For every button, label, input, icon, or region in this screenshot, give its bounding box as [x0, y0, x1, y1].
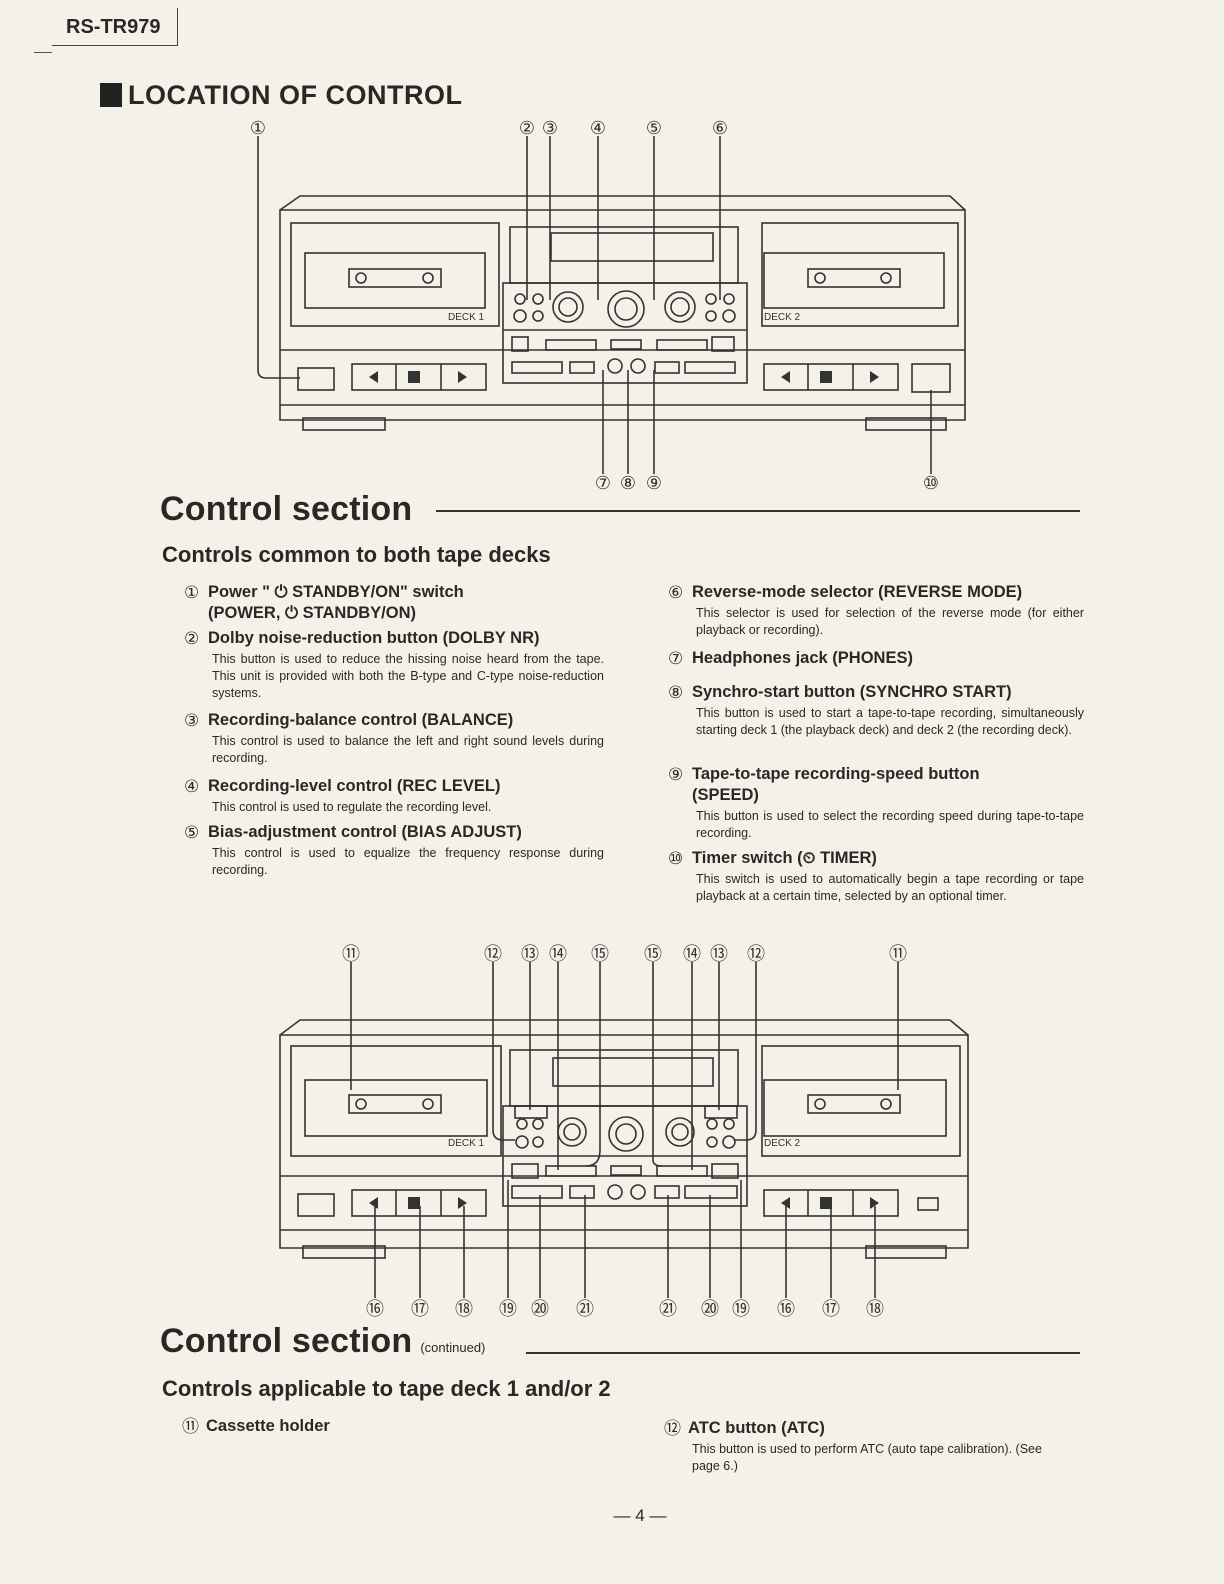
deck-diagram-bottom: DECK 1 DECK 2 ⑪ ⑫ ⑬ ⑭ ⑮ ⑮ ⑭ ⑬ ⑫ ⑪ ⑯ ⑰ ⑱ … — [279, 944, 969, 1320]
callout: ⑳ — [701, 1299, 719, 1320]
control-item: ⑪ Cassette holder — [182, 1416, 602, 1437]
control-item: ② Dolby noise-reduction button (DOLBY NR)… — [184, 628, 604, 702]
item-number: ⑦ — [668, 649, 684, 668]
deck2-label: DECK 2 — [764, 312, 801, 323]
callout: ⑫ — [484, 944, 502, 965]
item-title: Synchro-start button (SYNCHRO START) — [692, 683, 1012, 701]
deck-diagram-top: DECK 1 DECK 2 ① ② ③ ④ ⑤ ⑥ ⑦ ⑧ ⑨ ⑩ — [250, 118, 966, 494]
item-title: Dolby noise-reduction button (DOLBY NR) — [208, 629, 540, 647]
item-description: This control is used to equalize the fre… — [212, 846, 604, 877]
callout: ㉑ — [576, 1299, 594, 1320]
callout: ⑲ — [732, 1299, 750, 1320]
callout: ① — [250, 118, 266, 139]
item-number: ⑧ — [668, 683, 684, 702]
callout: ⑱ — [866, 1299, 884, 1320]
callout: ⑭ — [683, 944, 701, 965]
model-number: RS-TR979 — [52, 8, 178, 46]
callout: ⑦ — [595, 473, 611, 494]
item-number: ① — [184, 583, 200, 602]
callout: ㉑ — [659, 1299, 677, 1320]
item-title-line2: (POWER, ⏻ STANDBY/ON) — [208, 604, 416, 622]
callout: ⑰ — [411, 1299, 429, 1320]
control-item: ⑨ Tape-to-tape recording-speed button (SP… — [668, 764, 1088, 842]
callout: ② — [519, 118, 535, 139]
divider — [34, 52, 52, 53]
item-title-line2: (SPEED) — [692, 786, 759, 804]
callout: ⑱ — [455, 1299, 473, 1320]
item-title: Reverse-mode selector (REVERSE MODE) — [692, 583, 1023, 601]
item-description: This button is used to reduce the hissin… — [212, 652, 604, 700]
control-item: ⑫ ATC button (ATC) This button is used to… — [664, 1418, 1084, 1475]
callout: ⑬ — [521, 944, 539, 965]
item-description: This control is used to regulate the rec… — [212, 800, 492, 814]
item-number: ⑨ — [668, 765, 684, 784]
item-number: ④ — [184, 777, 200, 796]
item-description: This selector is used for selection of t… — [696, 606, 1084, 637]
callout: ⑭ — [549, 944, 567, 965]
item-title: Recording-level control (REC LEVEL) — [208, 777, 501, 795]
item-description: This button is used to perform ATC (auto… — [692, 1442, 1042, 1473]
deck1-label: DECK 1 — [448, 312, 485, 323]
item-title: Recording-balance control (BALANCE) — [208, 711, 514, 729]
callout: ⑮ — [591, 944, 609, 965]
item-title: Headphones jack (PHONES) — [692, 649, 913, 667]
location-title-text: LOCATION OF CONTROL — [128, 80, 463, 110]
section-subtitle: Controls applicable to tape deck 1 and/o… — [162, 1376, 611, 1401]
callout: ⑪ — [342, 944, 360, 965]
callout: ⑨ — [646, 473, 662, 494]
section-rule — [526, 1352, 1080, 1354]
page-number: — 4 — — [613, 1506, 667, 1525]
section-subtitle: Controls common to both tape decks — [162, 542, 551, 567]
callout: ⑬ — [710, 944, 728, 965]
callout: ⑪ — [889, 944, 907, 965]
item-description: This switch is used to automatically beg… — [696, 872, 1084, 903]
callout: ⑰ — [822, 1299, 840, 1320]
item-number: ⑪ — [182, 1417, 199, 1436]
control-item: ⑦ Headphones jack (PHONES) — [668, 648, 1088, 669]
deck1-label: DECK 1 — [448, 1138, 485, 1149]
section-title: Control section — [160, 1322, 413, 1360]
item-title: ATC button (ATC) — [688, 1419, 825, 1437]
callout: ⑥ — [712, 118, 728, 139]
callout: ⑩ — [923, 473, 939, 494]
callout: ⑯ — [366, 1299, 384, 1320]
item-number: ② — [184, 629, 200, 648]
callout: ⑯ — [777, 1299, 795, 1320]
item-description: This button is used to start a tape-to-t… — [696, 706, 1084, 737]
callout: ③ — [542, 118, 558, 139]
item-description: This button is used to select the record… — [696, 809, 1084, 840]
callout: ⑧ — [620, 473, 636, 494]
item-number: ⑫ — [664, 1419, 681, 1438]
callout: ⑮ — [644, 944, 662, 965]
section-note: (continued) — [420, 1340, 486, 1355]
section-rule — [436, 510, 1080, 512]
control-item: ③ Recording-balance control (BALANCE) Thi… — [184, 710, 604, 767]
item-number: ⑥ — [668, 583, 684, 602]
item-title: Power " ⏻ STANDBY/ON" switch — [208, 583, 464, 601]
callout: ⑲ — [499, 1299, 517, 1320]
control-item: ④ Recording-level control (REC LEVEL) Thi… — [184, 776, 604, 816]
callout: ⑤ — [646, 118, 662, 139]
control-item: ⑧ Synchro-start button (SYNCHRO START) Th… — [668, 682, 1088, 739]
item-number: ③ — [184, 711, 200, 730]
section-title-continued: Control section (continued) — [160, 1322, 485, 1361]
square-bullet-icon — [100, 83, 122, 107]
control-item: ⑤ Bias-adjustment control (BIAS ADJUST) T… — [184, 822, 604, 879]
location-title: LOCATION OF CONTROL — [100, 80, 462, 111]
item-number: ⑩ — [668, 849, 684, 868]
control-item: ⑥ Reverse-mode selector (REVERSE MODE) Th… — [668, 582, 1088, 639]
control-item: ① Power " ⏻ STANDBY/ON" switch (POWER, ⏻ … — [184, 582, 604, 624]
item-title: Timer switch (⏲ TIMER) — [692, 849, 877, 867]
item-title: Bias-adjustment control (BIAS ADJUST) — [208, 823, 522, 841]
control-item: ⑩ Timer switch (⏲ TIMER) This switch is u… — [668, 848, 1088, 905]
callout: ⑳ — [531, 1299, 549, 1320]
section-title: Control section — [160, 490, 413, 528]
callout: ④ — [590, 118, 606, 139]
item-number: ⑤ — [184, 823, 200, 842]
callout: ⑫ — [747, 944, 765, 965]
item-title: Tape-to-tape recording-speed button — [692, 765, 980, 783]
item-description: This control is used to balance the left… — [212, 734, 604, 765]
deck2-label: DECK 2 — [764, 1138, 801, 1149]
item-title: Cassette holder — [206, 1417, 330, 1435]
